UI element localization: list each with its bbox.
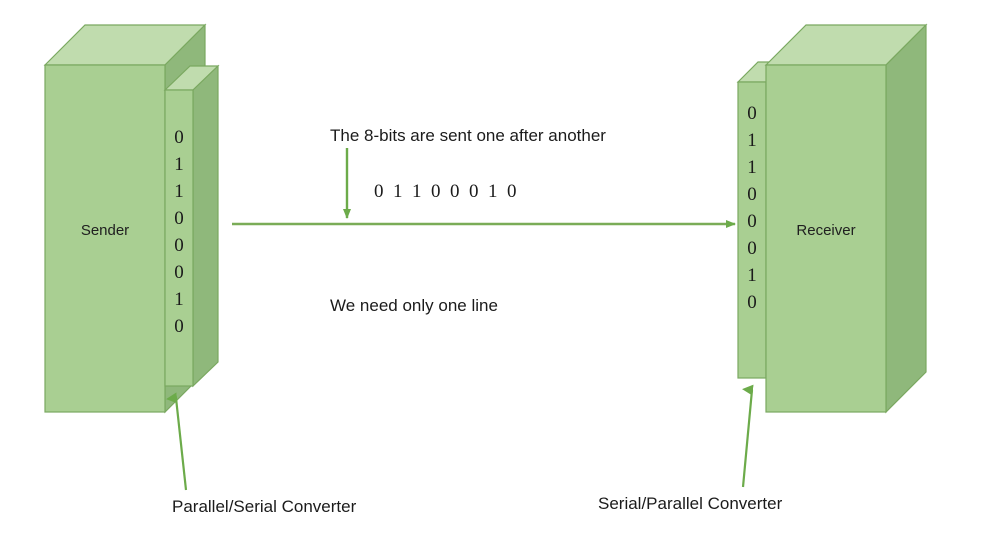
sender-bit: 0 <box>174 316 184 337</box>
receiver-bit: 1 <box>747 130 757 151</box>
sender-converter-label: Parallel/Serial Converter <box>172 497 357 516</box>
sender-bit: 1 <box>174 289 184 310</box>
receiver-box <box>764 23 928 414</box>
receiver-bit: 1 <box>747 265 757 286</box>
receiver-bit: 0 <box>747 292 757 313</box>
sender-bit: 0 <box>174 208 184 229</box>
sender-bit: 1 <box>174 154 184 175</box>
sender-bit: 0 <box>174 127 184 148</box>
receiver-converter-strip <box>736 61 788 379</box>
sender-converter-side-face <box>192 64 219 388</box>
receiver-bit: 0 <box>747 238 757 259</box>
bottom-caption: We need only one line <box>330 296 498 315</box>
sender-converter-callout-arrow <box>166 392 188 491</box>
receiver-bit-column: 0 1 1 0 0 0 1 0 <box>738 100 766 316</box>
receiver-converter-label: Serial/Parallel Converter <box>598 494 783 513</box>
receiver-bit: 0 <box>747 211 757 232</box>
receiver-bit: 0 <box>747 103 757 124</box>
receiver-label: Receiver <box>796 222 856 239</box>
sender-bit-column: 0 1 1 0 0 0 1 0 <box>165 124 193 340</box>
receiver-bit: 0 <box>747 184 757 205</box>
top-caption: The 8-bits are sent one after another <box>330 126 606 145</box>
sender-bit: 0 <box>174 262 184 283</box>
receiver-box-side-face <box>885 23 927 414</box>
sender-label: Sender <box>80 222 130 239</box>
bit-sequence: 0 1 1 0 0 0 1 0 <box>374 181 517 202</box>
receiver-bit: 1 <box>747 157 757 178</box>
sender-box-front-face <box>44 64 166 413</box>
sender-bit: 1 <box>174 181 184 202</box>
sender-converter-strip <box>163 64 220 388</box>
sender-bit: 0 <box>174 235 184 256</box>
sender-converter-front-face <box>164 89 194 387</box>
receiver-converter-callout-arrow <box>741 384 754 488</box>
receiver-converter-front-face <box>737 81 767 379</box>
receiver-box-front-face <box>765 64 887 413</box>
